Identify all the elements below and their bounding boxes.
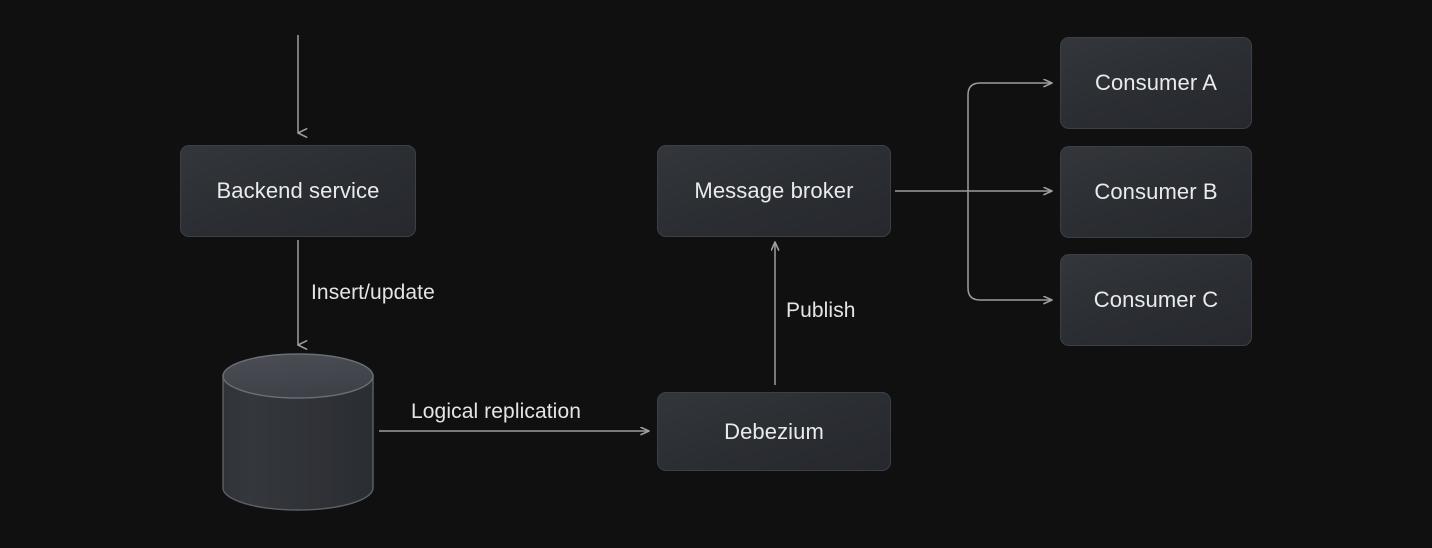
node-consumer-c-label: Consumer C	[1093, 287, 1219, 312]
node-consumer-b-label: Consumer B	[1094, 179, 1218, 204]
edge-fanout-consumer-a	[967, 83, 1052, 191]
node-message-broker[interactable]: Message broker	[657, 145, 891, 237]
edge-label-publish: Publish	[786, 299, 856, 322]
node-consumer-c[interactable]: Consumer C	[1060, 254, 1252, 346]
node-backend-service-label: Backend service	[216, 178, 380, 203]
node-debezium-label: Debezium	[724, 418, 824, 444]
node-consumer-a[interactable]: Consumer A	[1060, 37, 1252, 129]
edge-label-insert-update: Insert/update	[311, 281, 435, 304]
node-backend-service[interactable]: Backend service	[180, 145, 416, 237]
node-consumer-a-label: Consumer A	[1094, 70, 1218, 95]
node-consumer-b[interactable]: Consumer B	[1060, 146, 1252, 238]
edge-fanout-consumer-c	[967, 191, 1052, 300]
node-debezium[interactable]: Debezium	[657, 392, 891, 471]
node-message-broker-label: Message broker	[694, 178, 854, 203]
database-cylinder-icon	[222, 353, 374, 511]
edge-label-logical-replication: Logical replication	[411, 400, 582, 423]
